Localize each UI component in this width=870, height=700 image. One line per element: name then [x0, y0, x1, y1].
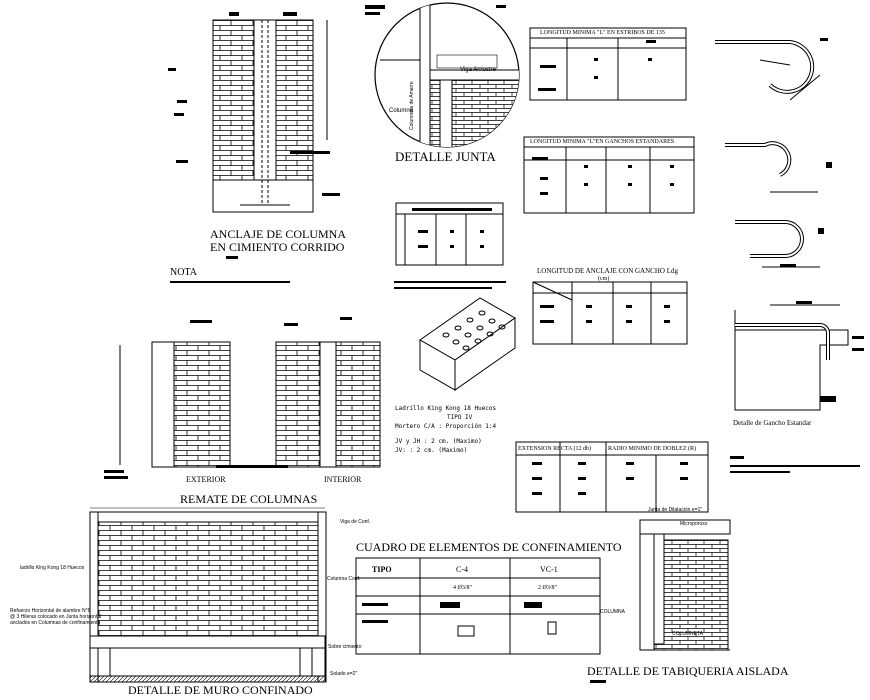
brick-info-line3: Mortero C/A : Proporción 1:4	[395, 423, 497, 430]
gancho-estandar-detail	[734, 301, 864, 411]
cuadro-vc1-bars: 2 Ø3/8"	[538, 585, 557, 591]
cuadro-lines	[355, 557, 601, 655]
brick-info-line5: JV: : 2 cm. (Maximo)	[395, 447, 468, 454]
brick-info-line1: Ladrillo King Kong 18 Huecos	[395, 405, 497, 412]
anclaje-columna-detail	[168, 12, 340, 259]
cuadro-title: CUADRO DE ELEMENTOS DE CONFINAMIENTO	[356, 540, 622, 554]
exterior-label: EXTERIOR	[186, 475, 226, 484]
muro-refuerzo-2: @ 3 Hileras colocado en Junta horizontal	[10, 614, 102, 620]
table-estribos-lines	[529, 27, 687, 101]
nota-title: NOTA	[170, 267, 197, 278]
table-ganchos-lines	[523, 136, 695, 214]
table-anclaje-title: LONGITUD DE ANCLAJE CON GANCHO Ldg	[537, 267, 678, 275]
muro-refuerzo-3: anclados en Columnas de confinamiento	[10, 620, 101, 626]
table-extension-col1: EXTENSION RECTA (12 db)	[518, 446, 592, 452]
table-anclaje-lines	[532, 281, 688, 345]
cuadro-header-tipo: TIPO	[372, 565, 392, 574]
detalle-junta-circle	[365, 2, 520, 148]
cuadro-header-vc1: VC-1	[540, 565, 558, 574]
gancho-estandar-title: Detalle de Gancho Estandar	[733, 419, 812, 427]
cuadro-c4-bars: 4 Ø3/8"	[453, 585, 472, 591]
interior-label: INTERIOR	[324, 475, 362, 484]
cuadro-header-c4: C-4	[456, 565, 468, 574]
muro-refuerzo-1: Refuerzo Horizontal de alambre N°8	[10, 608, 91, 614]
remate-columnas-detail	[104, 317, 381, 479]
table-ganchos-title: LONGITUD MINIMA "L"EN GANCHOS ESTANDARES	[530, 139, 675, 145]
hook-details	[715, 38, 832, 268]
tabiqueria-micro-label: Microporoso	[680, 521, 708, 527]
muro-confinado-title: DETALLE DE MURO CONFINADO	[128, 683, 313, 697]
columneta-label: Columneta de Amarre	[409, 81, 415, 130]
tabiqueria-detail	[590, 519, 731, 683]
muro-viga-label: Viga de Conf.	[340, 519, 371, 525]
table-small	[394, 202, 506, 289]
nota-lines	[170, 281, 290, 283]
muro-confinado-detail	[89, 507, 327, 683]
brick-3d	[419, 297, 516, 391]
tabiqueria-title: DETALLE DE TABIQUERIA AISLADA	[587, 664, 789, 678]
remate-title: REMATE DE COLUMNAS	[180, 492, 318, 506]
table-extension-col2: RADIO MINIMO DE DOBLEZ (R)	[608, 446, 696, 452]
brick-info-line2: TIPO IV	[447, 414, 473, 421]
table-anclaje-unit: (cm)	[598, 276, 610, 282]
muro-sobre-label: Sobre cimiento	[328, 644, 362, 650]
table-extension-lines	[515, 441, 860, 513]
columna-label: Columna	[389, 108, 414, 114]
tabiqueria-columna-label: COLUMNA	[600, 609, 626, 615]
anclaje-title-line1: ANCLAJE DE COLUMNA	[210, 227, 346, 241]
muro-solado-label: Solado e=2"	[330, 671, 358, 677]
muro-ladrillo-label: ladrillo King Kong 18 Huecos	[20, 565, 85, 571]
table-estribos-title: LONGITUD MINIMA "L" EN ESTRIBOS DE 135	[540, 30, 665, 36]
tabiqueria-columneta-label: COLUMNETA	[672, 631, 704, 637]
viga-arriostre-label: Viga Arriostre	[460, 67, 496, 73]
tabiqueria-junta-label: Junta de Dilatación e=1"	[648, 507, 703, 513]
brick-info-line4: JV y JH : 2 cm. (Maximo)	[395, 438, 482, 445]
anclaje-title-line2: EN CIMIENTO CORRIDO	[210, 240, 345, 254]
muro-columna-label: Columna Conf.	[327, 576, 361, 582]
detalle-junta-title: DETALLE JUNTA	[395, 149, 496, 164]
